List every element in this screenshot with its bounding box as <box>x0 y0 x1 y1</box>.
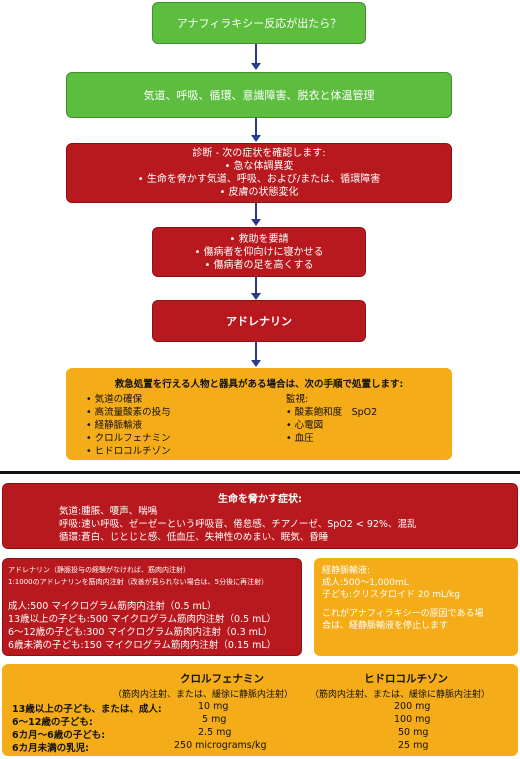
diagnosis-item: • 生命を脅かす気道、呼吸、および/または、循環障害 <box>137 174 381 185</box>
diagnosis-item: • 急な体調異変 <box>224 161 294 172</box>
iv-fluids-heading: 経静脈輸液: <box>322 566 371 576</box>
diagnosis-heading: 診断 - 次の症状を確認します: <box>192 148 326 159</box>
treatment-item: • クロルフェナミン <box>86 433 171 444</box>
step-abcde: 気道、呼吸、循環、意識障害、脱衣と体温管理 <box>66 72 452 118</box>
adrenaline-step: アドレナリン <box>152 300 366 342</box>
adrenaline-dose-box: アドレナリン（静脈投与の経験がなければ、筋肉内注射） 1:1000のアドレナリン… <box>2 558 302 656</box>
life-threat-line: 呼吸:速い呼吸、ゼーゼーという呼吸音、倦怠感、チアノーゼ、SpO2 < 92%、… <box>59 519 417 530</box>
table-row: 13歳以上の子ども、または、成人: 10 mg 200 mg <box>10 701 510 715</box>
chlorphenamine-route: （筋肉内注射、または、緩徐に静脈内注射） <box>113 690 294 700</box>
iv-fluids-line: 成人:500～1,000mL <box>322 578 409 588</box>
chlorphenamine-title: クロルフェナミン <box>180 673 264 685</box>
chlorphenamine-dose: 5 mg <box>202 714 227 725</box>
table-row: 6カ月～6歳の子ども: 2.5 mg 50 mg <box>10 727 510 741</box>
treatment-item: • ヒドロコルチゾン <box>86 446 171 457</box>
action-item: • 傷病者の足を高くする <box>204 259 314 271</box>
hydrocortisone-dose: 100 mg <box>394 714 431 725</box>
iv-fluids-content: 経静脈輸液: 成人:500～1,000mL 子ども:クリスタロイド 20 mL/… <box>322 565 484 632</box>
table-row: 6～12歳の子ども: 5 mg 100 mg <box>10 714 510 728</box>
row-label: 13歳以上の子ども、または、成人: <box>12 704 162 715</box>
diagnosis-box: 診断 - 次の症状を確認します: • 急な体調異変 • 生命を脅かす気道、呼吸、… <box>66 143 452 203</box>
life-threat-heading: 生命を脅かす症状: <box>218 494 302 505</box>
row-label: 6カ月～6歳の子ども: <box>12 730 106 741</box>
action-item: • 傷病者を仰向けに寝かせる <box>194 246 324 258</box>
iv-fluids-line: 子ども:クリスタロイド 20 mL/kg <box>322 590 460 600</box>
adrenaline-note: アドレナリン（静脈投与の経験がなければ、筋肉内注射） <box>8 566 190 574</box>
treatment-box: 救急処置を行える人物と器具がある場合は、次の手順で処置します: • 気道の確保 … <box>66 368 452 460</box>
adrenaline-step-label: アドレナリン <box>226 315 292 328</box>
chlorphenamine-dose: 2.5 mg <box>198 727 232 738</box>
step-anaphylaxis: アナフィラキシー反応が出たら？ <box>152 2 366 44</box>
row-label: 6～12歳の子ども: <box>12 717 93 728</box>
monitor-item: • 心電図 <box>286 420 324 431</box>
adrenaline-doses: 成人:500 マイクログラム筋肉内注射（0.5 mL） 13歳以上の子ども:50… <box>8 600 276 652</box>
hydrocortisone-dose: 50 mg <box>398 727 429 738</box>
adrenaline-dose: 13歳以上の子ども:500 マイクログラム筋肉内注射（0.5 mL） <box>8 614 277 625</box>
row-label: 6カ月未満の乳児: <box>12 743 89 754</box>
iv-fluids-note: 合は、経静脈輸液を停止します <box>322 621 449 631</box>
life-threat-line: 循環:蒼白、じとじと感、低血圧、失神性のめまい、眠気、昏睡 <box>59 532 329 543</box>
step-abcde-label: 気道、呼吸、循環、意識障害、脱衣と体温管理 <box>143 89 375 102</box>
chlorphenamine-dose: 10 mg <box>198 701 229 712</box>
flow-arrow <box>255 342 257 361</box>
flow-arrow <box>255 44 257 64</box>
flow-arrowhead <box>251 293 261 300</box>
hydrocortisone-title: ヒドロコルチゾン <box>364 673 448 685</box>
flow-arrowhead <box>251 219 261 226</box>
monitor-heading: 監視: <box>286 394 309 405</box>
drug-table-box: クロルフェナミン ヒドロコルチゾン （筋肉内注射、または、緩徐に静脈内注射） （… <box>2 664 518 756</box>
monitor-item: • 血圧 <box>286 433 314 444</box>
flow-arrowhead <box>251 135 261 142</box>
diagnosis-item: • 皮膚の状態変化 <box>219 187 299 198</box>
adrenaline-notes: アドレナリン（静脈投与の経験がなければ、筋肉内注射） 1:1000のアドレナリン… <box>8 564 268 588</box>
flow-arrowhead <box>251 63 261 70</box>
iv-fluids-note: これがアナフィラキシーの原因である場 <box>322 609 484 619</box>
treatment-list: • 気道の確保 • 高流量酸素の投与 • 経静脈輸液 • クロルフェナミン • … <box>86 393 171 458</box>
treatment-item: • 経静脈輸液 <box>86 420 143 431</box>
actions-box: • 救助を要請 • 傷病者を仰向けに寝かせる • 傷病者の足を高くする <box>152 227 366 277</box>
monitor-item: • 酸素飽和度 SpO2 <box>286 407 378 418</box>
iv-fluids-box: 経静脈輸液: 成人:500～1,000mL 子ども:クリスタロイド 20 mL/… <box>314 558 518 656</box>
life-threat-line: 気道:腫脹、嗄声、喘鳴 <box>59 506 158 517</box>
life-threat-box: 生命を脅かす症状: 気道:腫脹、嗄声、喘鳴 呼吸:速い呼吸、ゼーゼーという呼吸音… <box>2 483 518 549</box>
hydrocortisone-route: （筋肉内注射、または、緩徐に静脈内注射） <box>310 690 491 700</box>
adrenaline-dose: 6歳未満の子ども:150 マイクログラム筋肉内注射（0.15 mL） <box>8 640 277 651</box>
adrenaline-note: 1:1000のアドレナリンを筋肉内注射（改善が見られない場合は、5分後に再注射） <box>8 578 269 586</box>
chlorphenamine-dose: 250 micrograms/kg <box>174 740 267 751</box>
action-item: • 救助を要請 <box>229 233 289 245</box>
hydrocortisone-dose: 25 mg <box>398 740 429 751</box>
treatment-item: • 高流量酸素の投与 <box>86 407 171 418</box>
flow-arrow <box>255 203 257 220</box>
flow-arrowhead <box>251 360 261 367</box>
flow-arrow <box>255 118 257 136</box>
adrenaline-dose: 6～12歳の子ども:300 マイクログラム筋肉内注射（0.3 mL） <box>8 627 273 638</box>
step-anaphylaxis-label: アナフィラキシー反応が出たら？ <box>176 17 342 30</box>
adrenaline-dose: 成人:500 マイクログラム筋肉内注射（0.5 mL） <box>8 601 217 612</box>
treatment-heading: 救急処置を行える人物と器具がある場合は、次の手順で処置します: <box>114 379 404 390</box>
section-divider <box>0 471 520 474</box>
monitor-list: 監視: • 酸素飽和度 SpO2 • 心電図 • 血圧 <box>286 393 377 445</box>
flow-arrow <box>255 277 257 294</box>
treatment-item: • 気道の確保 <box>86 394 143 405</box>
hydrocortisone-dose: 200 mg <box>394 701 431 712</box>
life-threat-list: 気道:腫脹、嗄声、喘鳴 呼吸:速い呼吸、ゼーゼーという呼吸音、倦怠感、チアノーゼ… <box>59 505 416 544</box>
table-row: 6カ月未満の乳児: 250 micrograms/kg 25 mg <box>10 740 510 754</box>
